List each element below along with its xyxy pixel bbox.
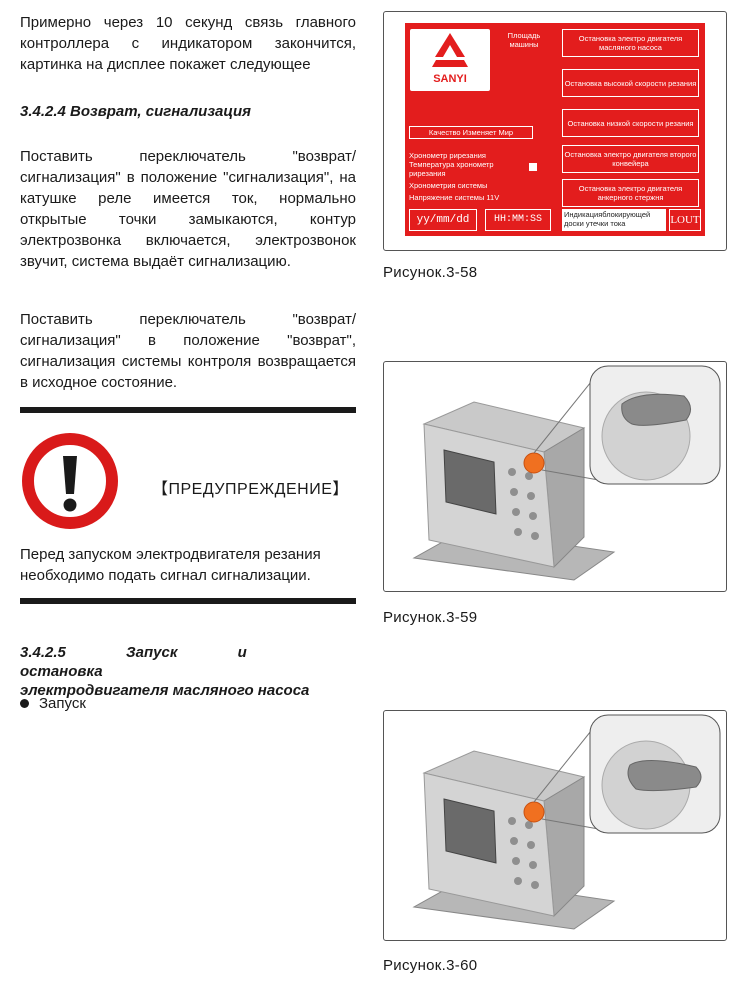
sanyi-logo-text: SANYI [433,73,467,85]
stop-anchor-rod-button[interactable]: Остановка электро двигателя анкерного ст… [562,179,699,207]
stop-oil-pump-button[interactable]: Остановка электро двигателя масляного на… [562,29,699,57]
warning-top-rule [20,407,356,413]
screen-info-1: Хронометр рирезания [409,151,486,160]
section-heading-3-4-2-5: 3.4.2.5 Запуск и остановка электродвигат… [20,643,354,700]
screen-indicator-box [529,163,537,171]
screen-info-2: Температура хронометр рирезания [409,160,494,178]
section-heading-3-4-2-4: 3.4.2.4 Возврат, сигнализация [20,103,251,120]
display-screen: SANYI Площадь машины Остановка электро д… [405,23,705,236]
caption-3-60: Рисунок.3-60 [383,957,478,974]
paragraph-reset: Поставить переключатель "возврат/ сигнал… [20,311,356,391]
paragraph-alarm: Поставить переключатель "возврат/ сигнал… [20,148,356,270]
leakage-indication: Индикацияблокирующей доски утечки тока [562,209,666,231]
stop-second-conveyor-button[interactable]: Остановка электро двигателя второго конв… [562,145,699,173]
sanyi-logo-icon [432,33,468,67]
screen-motto: Качество Изменяет Мир [409,126,533,139]
caption-3-58: Рисунок.3-58 [383,264,478,281]
control-box-illustration-2 [412,714,721,930]
warning-exclamation-icon [22,433,118,529]
intro-paragraph: Примерно через 10 секунд связь главного … [20,14,356,73]
warning-title: 【ПРЕДУПРЕЖДЕНИЕ】 [152,481,349,498]
warning-bottom-rule [20,598,356,604]
out-button[interactable]: LOUT [669,209,701,231]
time-field: HH:MM:SS [485,209,551,231]
figure-3-60 [383,710,727,941]
sanyi-logo: SANYI [410,29,490,91]
bullet-dot-icon [20,699,29,708]
heading-line-1: 3.4.2.5 Запуск и остановка [20,643,354,681]
bullet-text: Запуск [39,695,86,712]
screen-info-4: Напряжение системы 11V [409,193,500,202]
figure-3-59 [383,361,727,592]
stop-high-speed-button[interactable]: Остановка высокой скорости резания [562,69,699,97]
heading-line-2: электродвигателя масляного насоса [20,682,310,699]
figure-3-58: SANYI Площадь машины Остановка электро д… [383,11,727,251]
bullet-item: Запуск [20,693,86,714]
stop-low-speed-button[interactable]: Остановка низкой скорости резания [562,109,699,137]
warning-text: Перед запуском электродвигателя резания … [20,546,321,584]
control-box-illustration [412,365,721,581]
caption-3-59: Рисунок.3-59 [383,609,478,626]
heading-line-1-text: 3.4.2.5 Запуск и остановка [20,644,247,680]
screen-top-label: Площадь машины [507,31,541,49]
screen-info-3: Хронометрия системы [409,181,488,190]
date-field: yy/mm/dd [409,209,477,231]
